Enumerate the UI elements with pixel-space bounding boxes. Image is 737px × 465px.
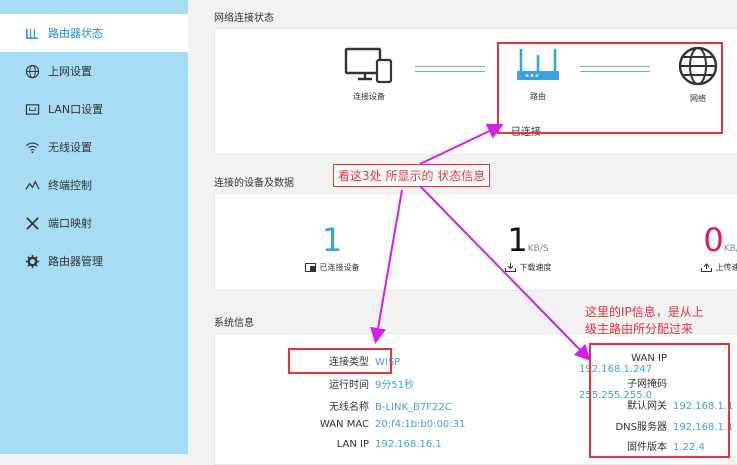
arrow-to-ip-info xyxy=(420,186,588,358)
arrow-to-router-status xyxy=(420,126,500,164)
annotation-arrows xyxy=(0,0,737,454)
arrow-to-connection-type xyxy=(376,190,402,340)
